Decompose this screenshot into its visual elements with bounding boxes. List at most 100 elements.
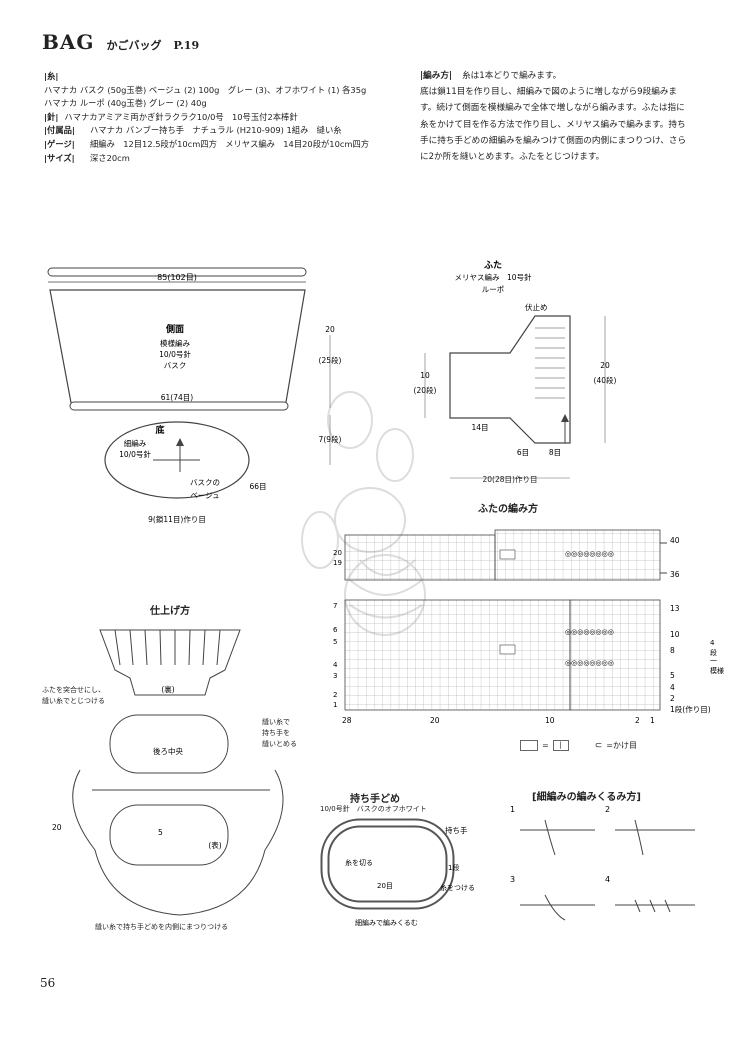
wrap-method-title: [細編みの編みくるみ方]: [532, 792, 641, 803]
svg-text:20目: 20目: [377, 882, 393, 890]
method-line: 糸をかけて目を作る方法で作り目し、メリヤス編みで編みます。持ち: [420, 119, 686, 130]
svg-text:模様編み: 模様編み: [160, 338, 190, 348]
svg-text:段: 段: [710, 648, 717, 657]
svg-text:(20段): (20段): [414, 385, 437, 395]
svg-text:66目: 66目: [249, 482, 266, 491]
method-line: す。続けて側面を模様編みで全体で増しながら編みます。ふたは指に: [420, 103, 685, 114]
svg-text:持ち手: 持ち手: [445, 825, 468, 835]
method-line: に2か所を縫いとめます。ふたをとじつけます。: [420, 152, 605, 163]
lid-bottom-label: 20(28目)作り目: [483, 474, 538, 484]
svg-text:36: 36: [670, 570, 680, 579]
o-marks-row: ◎◎◎◎◎◎◎◎: [565, 550, 614, 558]
svg-text:(25段): (25段): [319, 355, 342, 365]
svg-text:(裏): (裏): [161, 684, 174, 694]
svg-text:模様: 模様: [710, 666, 724, 675]
page-number: 56: [40, 976, 56, 990]
materials-row: |サイズ|深さ20cm: [44, 152, 130, 163]
svg-text:10: 10: [420, 371, 430, 380]
page-title: BAG: [42, 30, 95, 54]
materials-row: |糸|: [44, 71, 59, 81]
page-subtitle: かごバッグ: [106, 39, 162, 52]
svg-text:4: 4: [333, 661, 338, 669]
svg-text:2: 2: [635, 716, 640, 725]
finishing-diagram: (裏) 後ろ中央 (表) 20 5: [52, 629, 284, 916]
svg-text:5: 5: [158, 828, 163, 837]
svg-text:バスク: バスク: [164, 361, 187, 370]
svg-text:40: 40: [670, 536, 680, 545]
svg-text:◎◎◎◎◎◎◎◎: ◎◎◎◎◎◎◎◎: [565, 628, 614, 636]
svg-text:ベージュ: ベージュ: [190, 491, 219, 500]
svg-text:一: 一: [710, 657, 717, 665]
svg-text:10: 10: [670, 630, 680, 639]
top-width-label: 85(102目): [157, 273, 197, 282]
svg-text:1: 1: [510, 805, 515, 814]
lid-chart-title: ふたの編み方: [478, 504, 538, 515]
svg-text:20: 20: [333, 549, 342, 557]
svg-text:◎◎◎◎◎◎◎◎: ◎◎◎◎◎◎◎◎: [565, 659, 614, 667]
finish-bottom-note: 縫い糸で持ち手どめを内側にまつりつける: [95, 923, 229, 931]
svg-text:7: 7: [333, 602, 337, 610]
page-header: BAG かごバッグ P.19: [42, 30, 199, 54]
lid-diagram: ふた メリヤス編み 10号針 ルーポ 伏止め 10 (20段) 20 (40段)…: [414, 260, 617, 484]
svg-text:伏止め: 伏止め: [525, 302, 548, 312]
svg-text:4: 4: [670, 683, 675, 692]
svg-text:6目: 6目: [517, 448, 529, 457]
svg-text:(40段): (40段): [594, 375, 617, 385]
materials-row: |付属品|ハマナカ バンブー持ち手 ナチュラル (H210-909) 1組み 縫…: [44, 125, 342, 136]
svg-text:メリヤス編み 10号針: メリヤス編み 10号針: [454, 272, 532, 282]
method-block: |編み方| 糸は1本どりで編みます。 底は鎖11目を作り目し、細編みで図のように増…: [420, 68, 725, 165]
svg-text:細編み: 細編み: [124, 438, 147, 448]
svg-text:2: 2: [670, 694, 675, 703]
side-panel: [49, 289, 306, 409]
svg-text:8目: 8目: [549, 448, 561, 457]
materials-row: |針|ハマナカアミアミ両かぎ針ラクラク10/0号 10号玉付2本棒針: [44, 111, 298, 122]
method-line: 底は鎖11目を作り目し、細編みで図のように増しながら9段編みま: [420, 87, 678, 98]
lid-knitting-chart: ◎◎◎◎◎◎◎◎ ◎◎◎◎◎◎◎◎ ◎◎◎◎◎◎◎◎ 20 19 7 6 5 4…: [333, 529, 724, 725]
handle-stop-diagram: 持ち手 糸を切る 1段 20目 糸をつける 細編みで編みくるむ: [320, 818, 475, 927]
svg-text:6: 6: [333, 626, 338, 634]
materials-block: |糸| ハマナカ バスク (50g玉巻) ベージュ (2) 100g グレー (…: [44, 70, 369, 165]
top-band: [47, 267, 307, 277]
handle-stop-title: 持ち手どめ: [350, 794, 400, 805]
chain-label: 9(鎖11目)作り目: [148, 514, 206, 524]
svg-text:20: 20: [430, 716, 440, 725]
svg-text:2: 2: [605, 805, 610, 814]
method-line: 手に持ち手どめの細編みを編みつけて側面の内側にまつりつけ、さら: [420, 135, 687, 146]
svg-text:3: 3: [510, 875, 515, 884]
svg-text:細編みで編みくるむ: 細編みで編みくるむ: [355, 918, 418, 927]
lid-shape: [449, 315, 571, 444]
svg-text:20: 20: [600, 361, 610, 370]
svg-text:1段: 1段: [448, 863, 459, 872]
svg-text:1: 1: [333, 701, 337, 709]
svg-text:5: 5: [670, 671, 675, 680]
center-back-label: 後ろ中央: [153, 746, 183, 756]
method-label: |編み方|: [420, 71, 453, 81]
svg-text:2: 2: [333, 691, 337, 699]
base-title: 底: [155, 424, 164, 436]
svg-text:10/0号針: 10/0号針: [159, 349, 191, 359]
svg-text:(表): (表): [208, 840, 221, 850]
svg-text:20: 20: [52, 823, 62, 832]
materials-row: |ゲージ|細編み 12目12.5段が10cm四方 メリヤス編み 14目20段が1…: [44, 138, 370, 149]
svg-text:1段(作り目): 1段(作り目): [670, 704, 711, 714]
bag-body-diagram: 85(102目) 側面 模様編み 10/0号針 バスク 61(74目) 20 (…: [47, 267, 342, 524]
finish-title: 仕上げ方: [150, 606, 190, 617]
svg-text:19: 19: [333, 559, 342, 567]
finish-note-handle: 縫い糸で 持ち手を 縫いとめる: [262, 718, 297, 748]
svg-text:7(9段): 7(9段): [319, 434, 342, 444]
blank-cell-symbol: [520, 740, 538, 751]
svg-text:バスクの: バスクの: [190, 478, 220, 487]
method-intro: 糸は1本どりで編みます。: [462, 71, 562, 81]
svg-text:28: 28: [342, 716, 352, 725]
finish-note-lid: ふたを突合せにし、 縫い糸でとじつける: [42, 686, 105, 705]
svg-text:4: 4: [605, 875, 610, 884]
lid-title: ふた: [484, 260, 502, 271]
materials-row: ハマナカ ルーポ (40g玉巻) グレー (2) 40g: [44, 98, 207, 109]
yarn-over-symbol: ⊂: [594, 740, 603, 751]
bottom-width-label: 61(74目): [161, 393, 194, 402]
svg-text:糸を切る: 糸を切る: [345, 858, 373, 867]
svg-text:13: 13: [670, 604, 680, 613]
wrap-method-steps: 1 2 3 4: [510, 805, 695, 921]
svg-text:20: 20: [325, 325, 335, 334]
svg-text:10/0号針: 10/0号針: [119, 449, 151, 459]
